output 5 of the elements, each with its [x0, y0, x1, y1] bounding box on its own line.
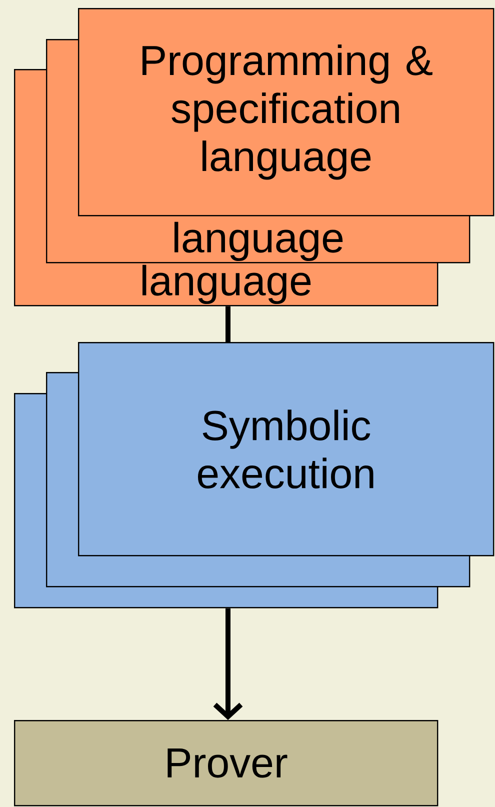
arrow [213, 608, 243, 720]
process-box: Symbolic execution [78, 342, 494, 556]
process-box: Prover [14, 720, 438, 806]
process-box: Programming & specification language [78, 8, 494, 216]
connector-line [226, 306, 230, 342]
